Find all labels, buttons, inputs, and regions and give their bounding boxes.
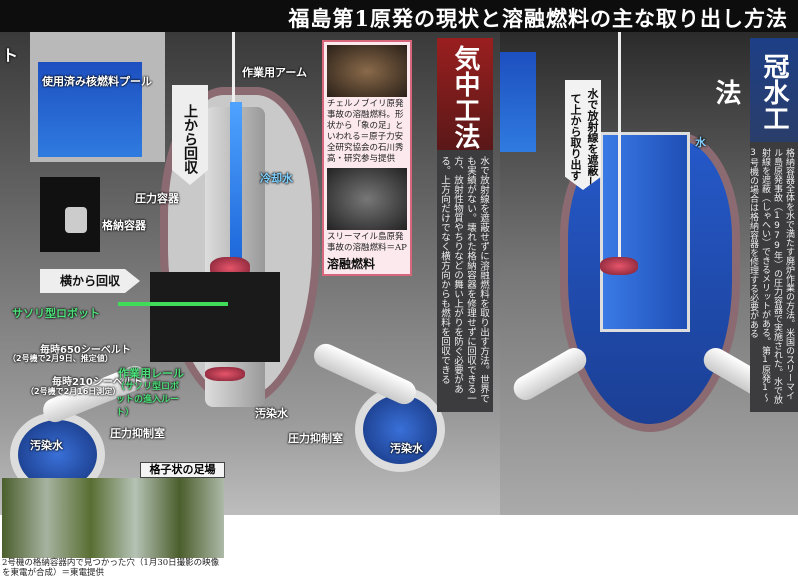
suppression-chamber-center-label: 圧力抑制室 [288,432,343,445]
from-side-arrow: 横から回収 [40,269,140,293]
cooling-water-label: 冷却水 [260,172,293,185]
work-arm-right [618,32,621,262]
molten-fuel-bottom [205,367,245,381]
grating-label: 格子状の足場 [140,462,225,478]
flooding-method-title: 冠水工法 [711,38,798,142]
work-rail-shape [118,302,228,306]
flooding-method-description: 格納容器全体を水で満たす廃炉作業の方法。米国のスリーマイル島原発事故（1979年… [748,142,798,412]
water-label: 水 [695,136,706,149]
containment-hole-photo [2,478,224,558]
molten-fuel-right [600,257,638,275]
pedestal-area [150,272,280,362]
work-rail-note: （サソリ型ロボットの進入ルート） [116,382,180,418]
contaminated-water-center-label: 汚染水 [255,407,288,420]
spent-fuel-pool-right [500,52,536,152]
flooding-method-diagram [500,32,798,515]
shield-with-water-arrow: 水で放射線を遮蔽して上から取り出す [565,80,601,190]
spent-fuel-pool-label: 使用済み核燃料プール [42,75,152,88]
from-above-arrow: 上から回収 [172,85,208,185]
containment-vessel-label: 格納容器 [102,219,146,232]
cooling-water-stream [230,102,242,272]
work-rail-label: 作業用レール [118,367,184,380]
dose1-note: （2号機で2月9日、推定値） [8,354,113,363]
pressure-vessel-label: 圧力容器 [135,192,179,205]
tmi-caption: スリーマイル島原発事故の溶融燃料＝AP [327,232,407,253]
pipe-center [310,339,420,409]
work-arm-label: 作業用アーム [242,66,308,79]
contaminated-water-center-right-label: 汚染水 [390,442,423,455]
molten-fuel-photo-callout: チェルノブイリ原発事故の溶融燃料。形状から「象の足」といわれる＝原子力安全研究協… [322,40,412,276]
suppression-chamber-left-label: 圧力抑制室 [110,427,165,440]
molten-fuel-label: 溶融燃料 [327,257,376,271]
cask [65,207,87,233]
containment-hole-caption: 2号機の格納容器内で見つかった穴（1月30日撮影の映像を東電が合成）＝東電提供 [2,558,220,578]
air-method-description: 水で放射線を遮蔽せずに溶融燃料を取り出す方法。世界でも実績がない。壊れた格納容器… [437,150,493,412]
air-method-diagram [0,32,500,515]
chernobyl-photo [327,45,407,97]
dose2-note: （2号機で2月16日測定） [26,387,121,396]
contaminated-water-left-label: 汚染水 [30,439,63,452]
chernobyl-caption: チェルノブイリ原発事故の溶融燃料。形状から「象の足」といわれる＝原子力安全研究協… [327,99,404,164]
tmi-photo [327,168,407,230]
spent-fuel-pool [38,62,142,157]
page-title: 福島第1原発の現状と溶融燃料の主な取り出し方法 [288,6,788,31]
title-bar [0,0,798,32]
pressure-vessel-right [600,132,690,332]
air-method-title: 気中工法 [437,38,493,150]
left-edge-label: ト [2,46,19,65]
dose1-value: 毎時650シーベルト [40,345,131,356]
dose2-value: 毎時210シーベルト [52,377,143,388]
scorpion-robot-label: サソリ型ロボット [12,307,100,320]
